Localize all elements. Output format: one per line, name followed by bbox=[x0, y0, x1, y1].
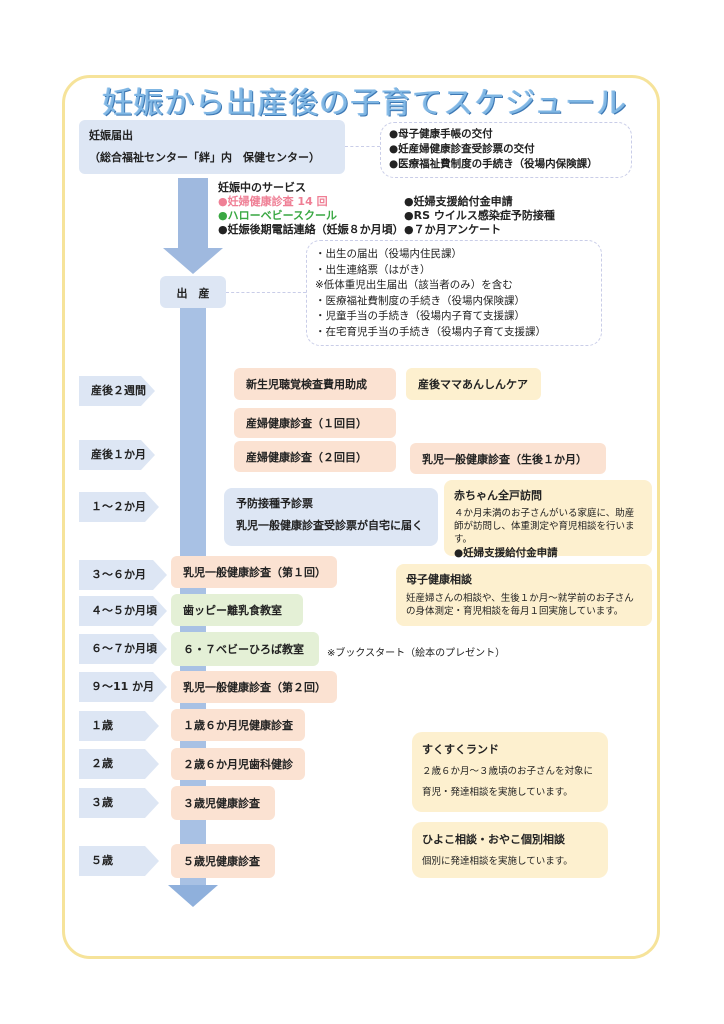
notification-title: 妊娠届出 bbox=[89, 129, 133, 142]
checkup-5y-box: ５歳児健康診査 bbox=[171, 844, 275, 878]
birth-item: ・出生連絡票（はがき） bbox=[315, 263, 431, 276]
hearing-test-box: 新生児聴覚検査費用助成 bbox=[234, 368, 396, 400]
timeline-arrow-head bbox=[168, 885, 218, 907]
pregnancy-services-right: ●妊婦支援給付金申請 ●RS ウイルス感染症予防接種 ●７か月アンケート bbox=[404, 195, 604, 237]
service-item: ●妊婦健康診査 14 回 bbox=[218, 195, 328, 208]
hiyoko-title: ひよこ相談・おやこ個別相談 bbox=[422, 833, 565, 846]
stage-1-year: １歳 bbox=[79, 711, 159, 741]
stage-5-years: ５歳 bbox=[79, 846, 159, 876]
infant-1-month-box: 乳児一般健康診査（生後１か月） bbox=[410, 443, 606, 474]
mother-child-consult-box: 母子健康相談 妊産婦さんの相談や、生後１か月～就学前のお子さんの身体測定・育児相… bbox=[396, 564, 652, 626]
birth-procedures-box: ・出生の届出（役場内住民課） ・出生連絡票（はがき） ※低体重児出生届出（該当者… bbox=[306, 240, 602, 346]
maternal-checkup-2-box: 産婦健康診査（２回目） bbox=[234, 441, 396, 472]
pregnancy-notification-box: 妊娠届出 （総合福祉センター「絆」内 保健センター） bbox=[79, 120, 345, 174]
pregnancy-arrow-head bbox=[163, 248, 223, 274]
consult-title: 母子健康相談 bbox=[406, 573, 472, 586]
teeth-weaning-class-box: 歯ッピー離乳食教室 bbox=[171, 594, 303, 626]
checkup-1y6m-box: １歳６か月児健康診査 bbox=[171, 709, 305, 741]
stage-3-6-months: ３～６か月 bbox=[79, 560, 167, 590]
notification-location: （総合福祉センター「絆」内 保健センター） bbox=[89, 151, 320, 164]
baby-plaza-class-box: ６・７ベビーひろば教室 bbox=[171, 632, 319, 666]
sukusuku-line2: 育児・発達相談を実施しています。 bbox=[422, 787, 573, 798]
birth-item: ・児童手当の手続き（役場内子育て支援課） bbox=[315, 310, 525, 322]
hiyoko-body: 個別に発達相談を実施しています。 bbox=[422, 856, 573, 867]
hiyoko-consult-box: ひよこ相談・おやこ個別相談 個別に発達相談を実施しています。 bbox=[412, 822, 608, 878]
infant-checkup-1st-box: 乳児一般健康診査（第１回） bbox=[171, 556, 337, 588]
service-item: ●ハローベビースクール bbox=[218, 209, 338, 222]
birth-item: ・医療福祉費制度の手続き（役場内保険課） bbox=[315, 294, 525, 307]
vaccination-subtitle: 乳児一般健康診査受診票が自宅に届く bbox=[236, 519, 423, 532]
birth-item: ※低体重児出生届出（該当者のみ）を含む bbox=[315, 279, 513, 291]
home-visit-body: ４か月未満のお子さんがいる家庭に、助産師が訪問し、体重測定や育児相談を行います。 bbox=[454, 508, 635, 545]
stage-1-2-months: １～２か月 bbox=[79, 492, 159, 522]
service-item: ●妊婦支援給付金申請 bbox=[404, 195, 513, 208]
birth-box: 出 産 bbox=[160, 276, 226, 308]
notification-item: ●医療福祉費制度の手続き（役場内保険課） bbox=[389, 158, 598, 170]
stage-2-weeks: 産後２週間 bbox=[79, 376, 155, 406]
connector-dash bbox=[345, 146, 380, 147]
stage-1-month: 産後１か月 bbox=[79, 440, 155, 470]
service-item: ●RS ウイルス感染症予防接種 bbox=[404, 209, 555, 222]
birth-label: 出 産 bbox=[176, 287, 210, 300]
pregnancy-arrow-shaft bbox=[178, 178, 208, 253]
stage-4-5-months: ４～５か月頃 bbox=[79, 596, 167, 626]
service-item: ●７か月アンケート bbox=[404, 223, 502, 236]
notification-items-box: ●母子健康手帳の交付 ●妊産婦健康診査受診票の交付 ●医療福祉費制度の手続き（役… bbox=[380, 122, 632, 178]
home-visit-box: 赤ちゃん全戸訪問 ４か月未満のお子さんがいる家庭に、助産師が訪問し、体重測定や育… bbox=[444, 480, 652, 559]
stage-9-11-months: ９～11 か月 bbox=[79, 672, 167, 702]
birth-item: ・在宅育児手当の手続き（役場内子育て支援課） bbox=[315, 325, 546, 338]
sukusuku-line1: ２歳６か月～３歳頃のお子さんを対象に bbox=[422, 766, 594, 777]
consult-body: 妊産婦さんの相談や、生後１か月～就学前のお子さんの身体測定・育児相談を毎月１回実… bbox=[406, 593, 634, 617]
stage-2-years: ２歳 bbox=[79, 749, 159, 779]
page-title: 妊娠から出産後の子育てスケジュール bbox=[102, 86, 628, 121]
vaccination-title: 予防接種予診票 bbox=[236, 497, 313, 510]
pregnancy-services-heading: 妊娠中のサービス bbox=[218, 181, 306, 194]
connector-dash bbox=[226, 292, 306, 293]
service-item: ●妊娠後期電話連絡（妊娠８か月頃） bbox=[218, 223, 404, 236]
bookstart-note: ※ブックスタート（絵本のプレゼント） bbox=[327, 648, 506, 659]
notification-item: ●母子健康手帳の交付 bbox=[389, 128, 493, 140]
home-visit-title: 赤ちゃん全戸訪問 bbox=[454, 489, 542, 502]
stage-6-7-months: ６～７か月頃 bbox=[79, 634, 167, 664]
postpartum-care-box: 産後ママあんしんケア bbox=[406, 368, 541, 400]
home-visit-extra: ●妊婦支援給付金申請 bbox=[454, 547, 558, 559]
notification-item: ●妊産婦健康診査受診票の交付 bbox=[389, 143, 535, 155]
maternal-checkup-1-box: 産婦健康診査（１回目） bbox=[234, 408, 396, 438]
infant-checkup-2nd-box: 乳児一般健康診査（第２回） bbox=[171, 671, 337, 703]
checkup-3y-box: ３歳児健康診査 bbox=[171, 786, 275, 820]
dental-2y6m-box: ２歳６か月児歯科健診 bbox=[171, 748, 305, 780]
birth-item: ・出生の届出（役場内住民課） bbox=[315, 248, 462, 260]
sukusuku-land-box: すくすくランド ２歳６か月～３歳頃のお子さんを対象に 育児・発達相談を実施してい… bbox=[412, 732, 608, 812]
sukusuku-title: すくすくランド bbox=[422, 743, 499, 756]
vaccination-box: 予防接種予診票 乳児一般健康診査受診票が自宅に届く bbox=[224, 488, 438, 546]
stage-3-years: ３歳 bbox=[79, 788, 159, 818]
pregnancy-services-left: ●妊婦健康診査 14 回 ●ハローベビースクール ●妊娠後期電話連絡（妊娠８か月… bbox=[218, 195, 404, 237]
